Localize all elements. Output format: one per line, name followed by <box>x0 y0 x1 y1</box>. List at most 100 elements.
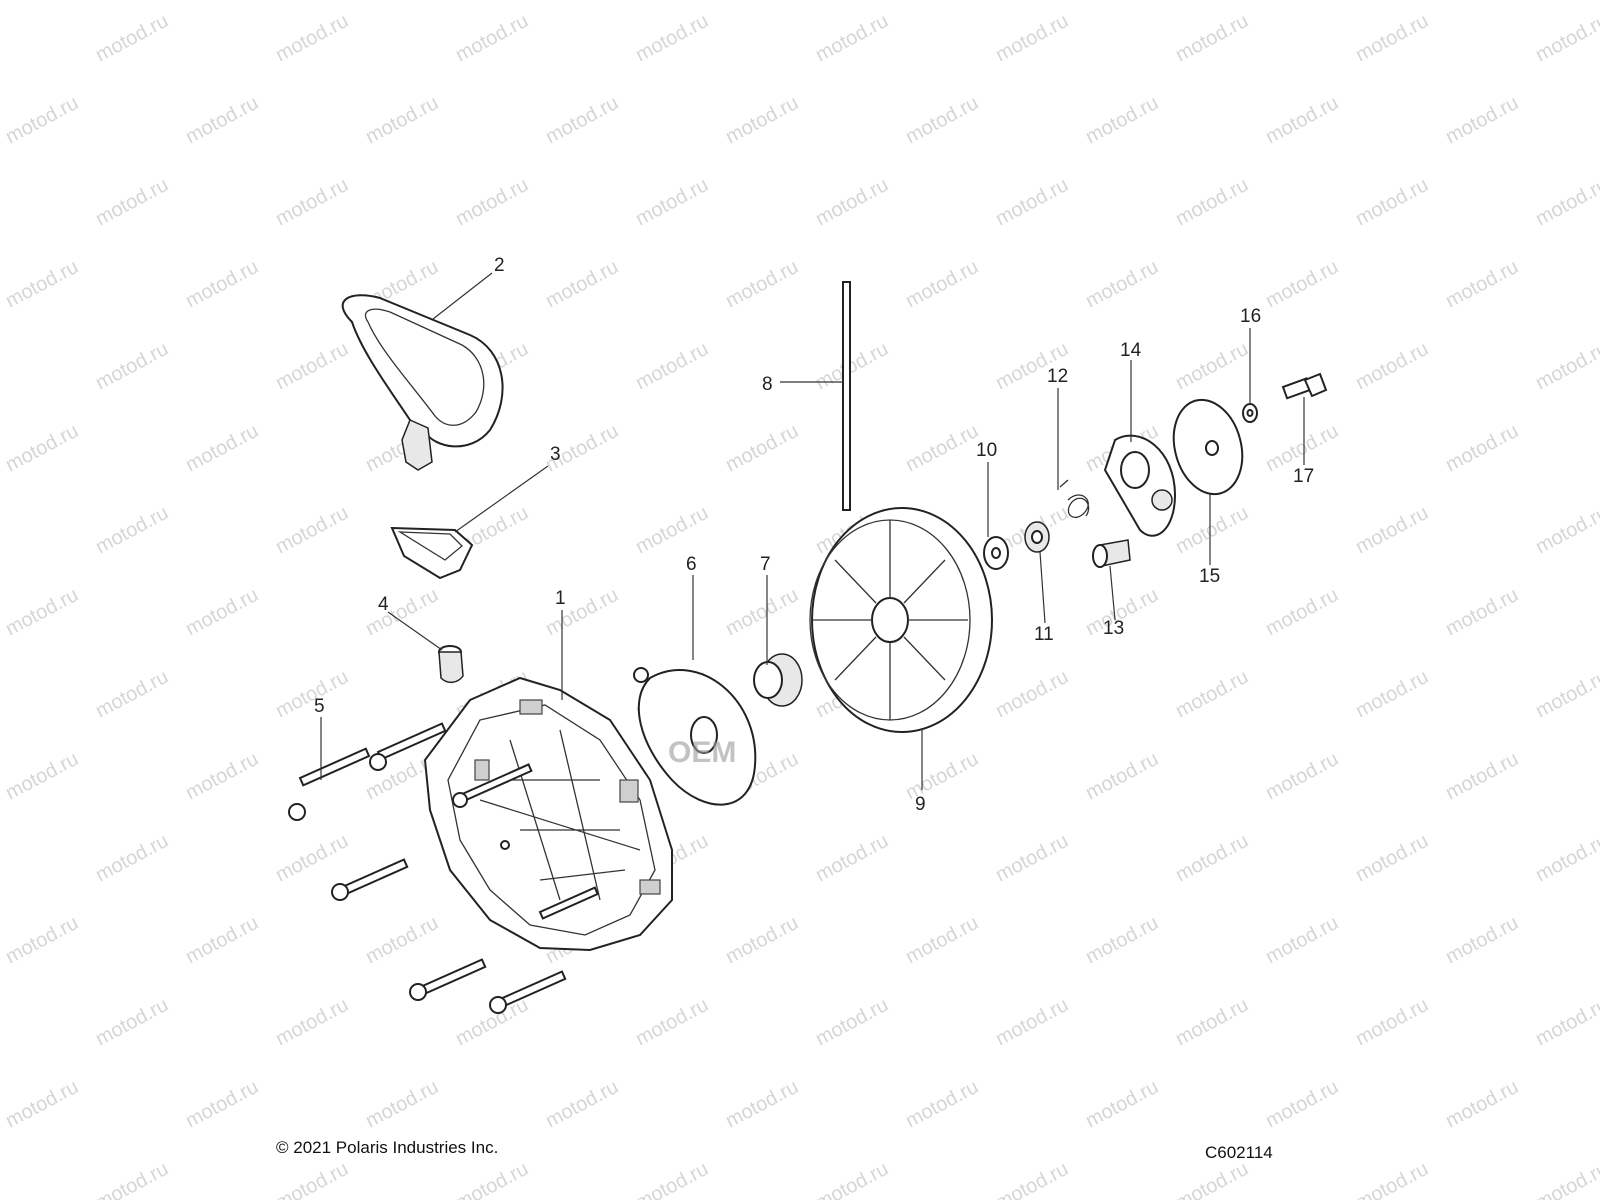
watermark-text: motod.ru <box>812 830 892 886</box>
watermark-text: motod.ru <box>1262 256 1342 312</box>
watermark-text: motod.ru <box>1082 1076 1162 1132</box>
watermark-text: motod.ru <box>92 10 172 66</box>
handle-part <box>341 294 504 471</box>
watermark-text: motod.ru <box>2 912 82 968</box>
watermark-text: motod.ru <box>1352 830 1432 886</box>
pin-part <box>1092 539 1131 568</box>
watermark-text: motod.ru <box>362 584 442 640</box>
watermark-text: motod.ru <box>1532 502 1600 558</box>
pawl-plate-part <box>1103 434 1177 537</box>
callout-label: 9 <box>915 794 926 815</box>
watermark-text: motod.ru <box>272 338 352 394</box>
watermark-text: motod.ru <box>1172 174 1252 230</box>
spacer-part <box>753 653 803 707</box>
watermark-text: motod.ru <box>92 338 172 394</box>
watermark-text: motod.ru <box>632 502 712 558</box>
watermark-text: motod.ru <box>182 748 262 804</box>
cover-plate-part <box>1172 398 1244 496</box>
watermark-text: motod.ru <box>272 10 352 66</box>
watermark-text: motod.ru <box>902 420 982 476</box>
watermark-text: motod.ru <box>812 10 892 66</box>
watermark-text: motod.ru <box>1352 994 1432 1050</box>
watermark-text: motod.ru <box>812 174 892 230</box>
watermark-text: motod.ru <box>632 174 712 230</box>
watermark-text: motod.ru <box>452 1158 532 1200</box>
callout-label: 12 <box>1047 366 1068 387</box>
watermark-text: motod.ru <box>2 256 82 312</box>
watermark-text: motod.ru <box>2 92 82 148</box>
watermark-text: motod.ru <box>2 584 82 640</box>
watermark-text: motod.ru <box>1532 830 1600 886</box>
bearing-part <box>1024 521 1050 553</box>
watermark-text: motod.ru <box>902 256 982 312</box>
callout-label: 4 <box>378 594 389 615</box>
watermark-text: motod.ru <box>1532 994 1600 1050</box>
callout-leaders <box>320 272 1305 790</box>
watermark-text: motod.ru <box>272 994 352 1050</box>
watermark-text: motod.ru <box>1352 666 1432 722</box>
watermark-text: motod.ru <box>272 830 352 886</box>
copyright-notice: © 2021 Polaris Industries Inc. <box>276 1138 499 1157</box>
watermark-text: motod.ru <box>1262 92 1342 148</box>
watermark-text: motod.ru <box>1172 1158 1252 1200</box>
watermark-text: motod.ru <box>1172 338 1252 394</box>
rope-part <box>842 281 851 511</box>
watermark-text: motod.ru <box>1082 92 1162 148</box>
bolt-set-part <box>288 722 599 1014</box>
watermark-text: motod.ru <box>902 92 982 148</box>
watermark-text: motod.ru <box>992 1158 1072 1200</box>
pulley-part <box>809 507 993 733</box>
watermark-text: motod.ru <box>1082 912 1162 968</box>
watermark-text: motod.ru <box>632 994 712 1050</box>
callout-label: 6 <box>686 554 697 575</box>
watermark-text: motod.ru <box>722 912 802 968</box>
watermark-text: motod.ru <box>452 174 532 230</box>
watermark-text: motod.ru <box>1352 10 1432 66</box>
watermark-text: motod.ru <box>1352 174 1432 230</box>
watermark-text: motod.ru <box>992 994 1072 1050</box>
watermark-text: motod.ru <box>182 92 262 148</box>
callout-label: 8 <box>762 374 773 395</box>
washer-part <box>983 536 1009 570</box>
watermark-text: motod.ru <box>1532 174 1600 230</box>
watermark-text: motod.ru <box>722 256 802 312</box>
watermark-text: motod.ru <box>812 994 892 1050</box>
watermark-text: motod.ru <box>1442 584 1522 640</box>
watermark-text: motod.ru <box>1082 748 1162 804</box>
watermark-text: motod.ru <box>1532 10 1600 66</box>
bushing-part <box>438 645 464 684</box>
watermark-text: motod.ru <box>632 1158 712 1200</box>
watermark-text: motod.ru <box>92 502 172 558</box>
callout-label: 11 <box>1034 624 1054 645</box>
housing-part <box>423 676 673 952</box>
watermark-text: motod.ru <box>1262 748 1342 804</box>
watermark-text: motod.ru <box>1442 420 1522 476</box>
watermark-text: motod.ru <box>92 666 172 722</box>
callout-label: 7 <box>760 554 771 575</box>
watermark-text: motod.ru <box>1442 1076 1522 1132</box>
center-bolt-part <box>1281 372 1328 400</box>
rope-guide-part <box>390 526 474 580</box>
watermark-text: motod.ru <box>1532 338 1600 394</box>
watermark-text: motod.ru <box>1442 92 1522 148</box>
watermark-text: motod.ru <box>1172 666 1252 722</box>
watermark-text: motod.ru <box>722 584 802 640</box>
watermark-text: motod.ru <box>722 420 802 476</box>
watermark-text: motod.ru <box>182 256 262 312</box>
watermark-text: motod.ru <box>632 10 712 66</box>
watermark-text: motod.ru <box>1172 830 1252 886</box>
watermark-text: motod.ru <box>2 420 82 476</box>
watermark-text: motod.ru <box>1352 338 1432 394</box>
watermark-text: motod.ru <box>2 1076 82 1132</box>
watermark-text: motod.ru <box>362 1076 442 1132</box>
watermark-text: motod.ru <box>902 912 982 968</box>
watermark-text: motod.ru <box>1262 1076 1342 1132</box>
watermark-text: motod.ru <box>362 92 442 148</box>
watermark-text: motod.ru <box>182 912 262 968</box>
watermark-text: motod.ru <box>272 174 352 230</box>
oem-overlay-text: OEM <box>668 736 736 769</box>
watermark-text: motod.ru <box>992 666 1072 722</box>
watermark-text: motod.ru <box>272 1158 352 1200</box>
callout-labels: 1 2 3 4 5 6 7 8 9 10 11 12 13 14 15 16 1… <box>314 255 1314 815</box>
